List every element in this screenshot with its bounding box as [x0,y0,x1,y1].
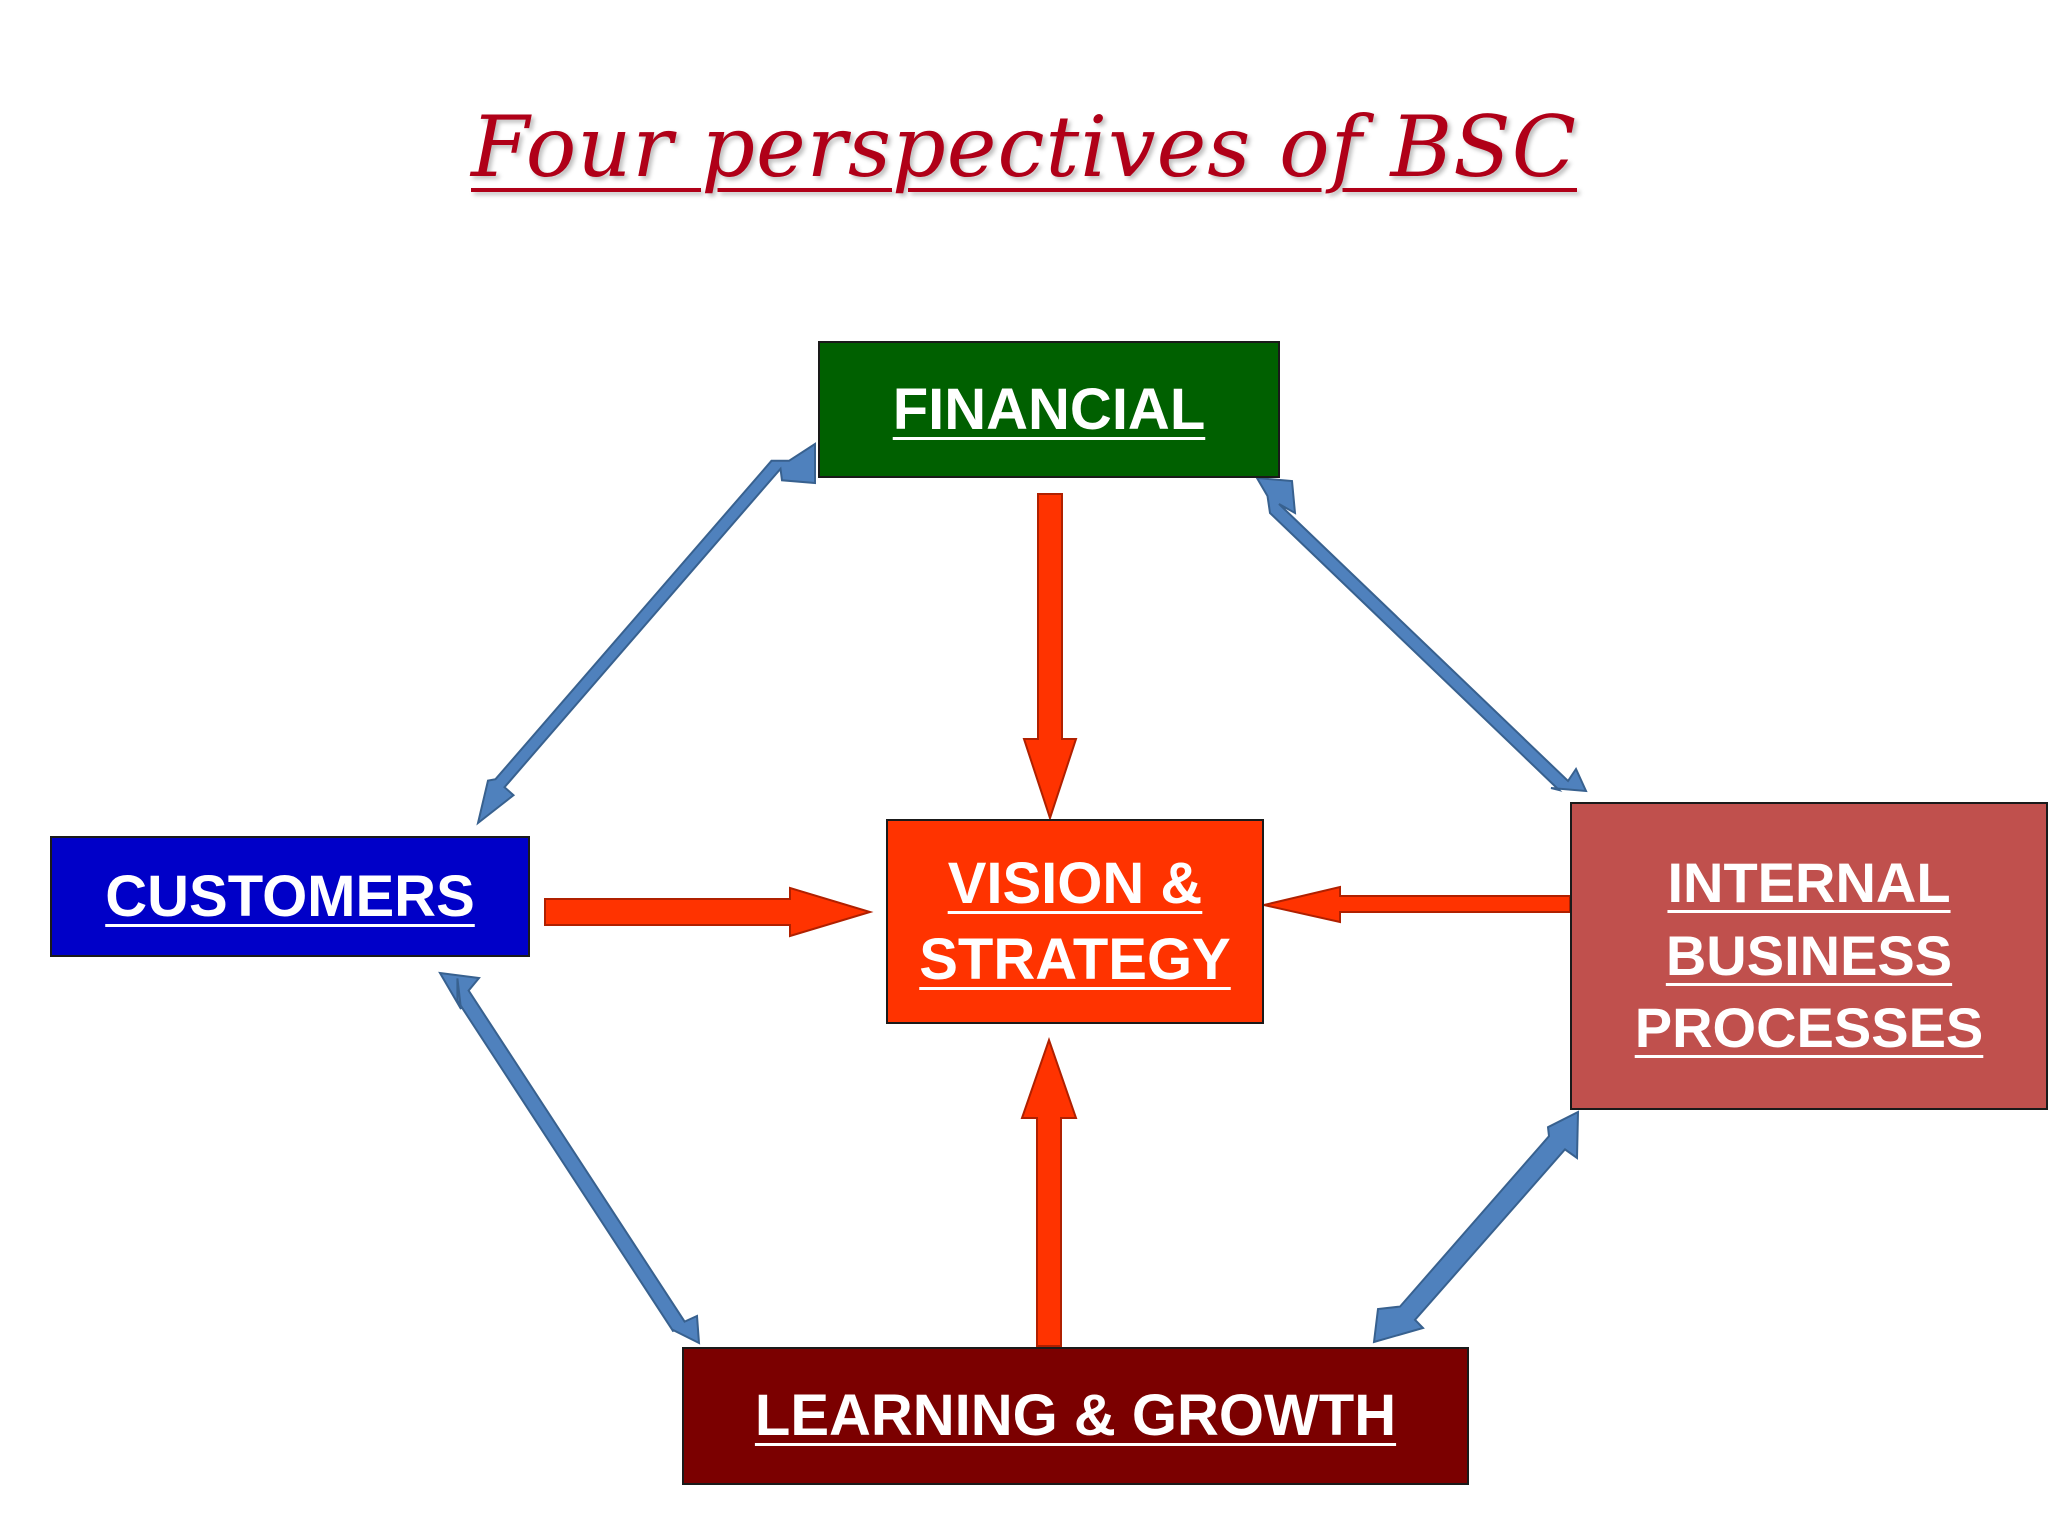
node-customers: CUSTOMERS [50,836,530,957]
node-vision-label-line2: STRATEGY [919,926,1231,992]
arrow-internal-to-vision [1263,885,1571,924]
node-internal-label-line1: INTERNAL [1667,850,1951,914]
node-learning-label: LEARNING & GROWTH [754,1383,1397,1449]
arrow-financial-internal [1255,476,1588,793]
node-internal-label-line3: PROCESSES [1634,996,1984,1060]
node-vision-label-line1: VISION & [947,851,1203,917]
node-financial: FINANCIAL [818,341,1280,478]
node-learning-growth: LEARNING & GROWTH [682,1347,1469,1485]
arrow-financial-to-vision [1022,493,1078,822]
arrow-customers-to-vision [544,886,874,938]
arrow-learning-to-vision [1020,1036,1078,1347]
node-internal-label-line2: BUSINESS [1665,923,1953,987]
node-financial-label: FINANCIAL [892,376,1206,442]
node-vision-strategy: VISION & STRATEGY [886,819,1264,1024]
node-customers-label: CUSTOMERS [105,863,475,929]
arrow-financial-customers [476,442,816,826]
arrow-customers-learning [438,971,701,1345]
diagram-title: Four perspectives of BSC [471,98,1577,196]
node-internal-business-processes: INTERNAL BUSINESS PROCESSES [1570,802,2048,1110]
arrow-internal-learning [1372,1110,1580,1344]
